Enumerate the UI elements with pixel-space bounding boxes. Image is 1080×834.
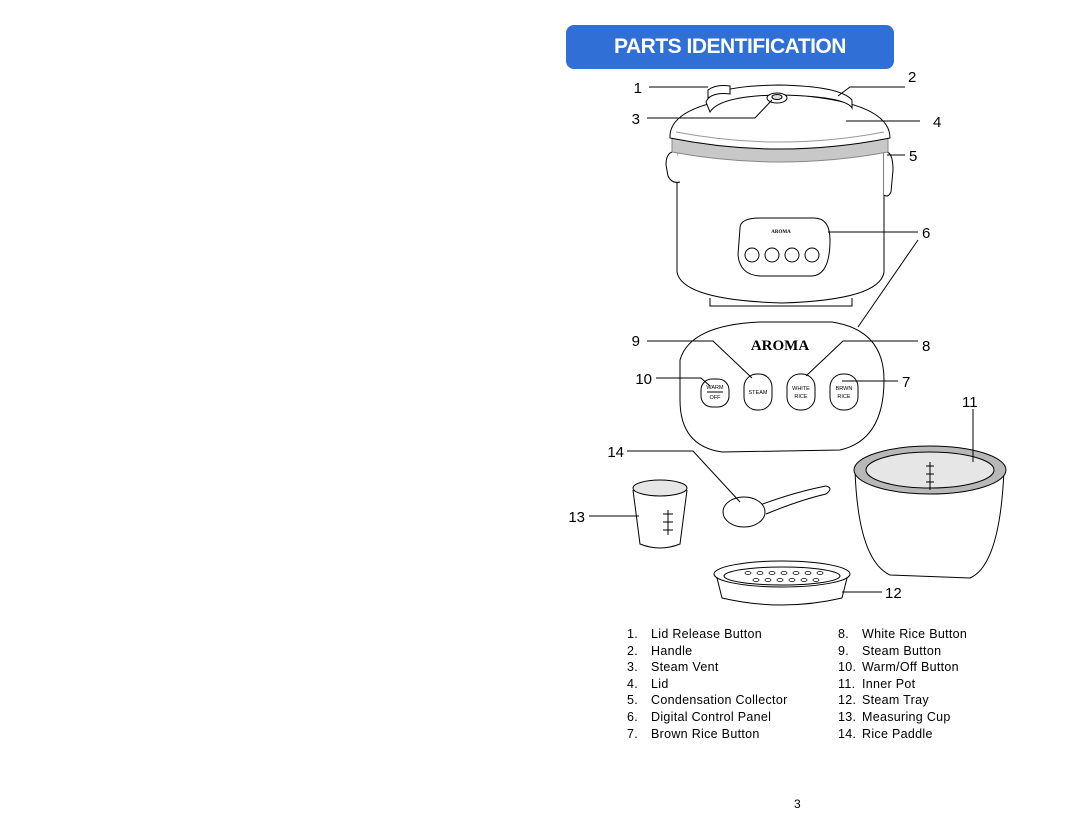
list-item: 4.Lid	[627, 676, 669, 691]
callout-10: 10	[635, 371, 652, 388]
steam-tray	[713, 560, 851, 606]
leader-lines	[589, 86, 974, 593]
callout-14: 14	[607, 444, 624, 461]
callout-4: 4	[933, 114, 941, 131]
list-item: 6.Digital Control Panel	[627, 709, 772, 724]
list-item: 14.Rice Paddle	[838, 726, 933, 741]
list-item: 12.Steam Tray	[838, 693, 929, 708]
list-item: 9.Steam Button	[838, 643, 942, 658]
svg-text:RICE: RICE	[794, 394, 807, 400]
inner-pot	[853, 445, 1007, 579]
callout-11: 11	[962, 394, 978, 411]
list-item: 8.White Rice Button	[838, 627, 968, 641]
cooker-body: AROMA	[665, 84, 894, 307]
callout-1: 1	[634, 80, 642, 97]
title-banner: PARTS IDENTIFICATION	[566, 25, 894, 69]
svg-text:BRWN: BRWN	[836, 386, 853, 392]
callout-8: 8	[922, 338, 930, 355]
svg-text:RICE: RICE	[837, 394, 850, 400]
measuring-cup	[632, 479, 688, 549]
list-item: 1.Lid Release Button	[627, 627, 763, 641]
steam-button[interactable]: STEAM	[743, 373, 773, 411]
list-item: 13.Measuring Cup	[838, 709, 951, 724]
page-title: PARTS IDENTIFICATION	[614, 35, 846, 58]
callout-numbers: 1 2 3 4 5 6 7 8 9 10 11 12 13 14	[568, 69, 977, 602]
warm-off-button[interactable]: WARM OFF	[700, 378, 730, 408]
callout-6: 6	[922, 225, 930, 242]
brown-rice-button[interactable]: BRWN RICE	[829, 373, 859, 411]
list-item: 2.Handle	[627, 643, 693, 658]
svg-text:OFF: OFF	[710, 395, 722, 401]
list-item: 10.Warm/Off Button	[838, 660, 959, 675]
list-item: 3.Steam Vent	[627, 660, 719, 675]
parts-list-left: 1.Lid Release Button 2.Handle 3.Steam Ve…	[627, 626, 788, 742]
callout-5: 5	[909, 148, 917, 165]
callout-3: 3	[632, 111, 640, 128]
control-panel-closeup: AROMA WARM OFF STEAM WHITE RICE BRWN RIC…	[679, 321, 885, 453]
callout-12: 12	[885, 585, 902, 602]
page-number: 3	[794, 797, 801, 811]
callout-9: 9	[632, 333, 640, 350]
callout-7: 7	[902, 374, 910, 391]
callout-2: 2	[908, 69, 916, 86]
svg-text:WARM: WARM	[706, 385, 724, 391]
svg-text:WHITE: WHITE	[792, 386, 810, 392]
list-item: 5.Condensation Collector	[627, 693, 788, 708]
list-item: 11.Inner Pot	[838, 676, 916, 691]
svg-text:STEAM: STEAM	[749, 390, 768, 396]
brand-logo: AROMA	[751, 338, 809, 354]
parts-list-right: 8.White Rice Button 9.Steam Button 10.Wa…	[838, 626, 967, 742]
small-brand-label: AROMA	[771, 230, 791, 235]
rice-paddle	[722, 485, 831, 528]
white-rice-button[interactable]: WHITE RICE	[786, 373, 816, 411]
list-item: 7.Brown Rice Button	[627, 726, 760, 741]
callout-13: 13	[568, 509, 585, 526]
